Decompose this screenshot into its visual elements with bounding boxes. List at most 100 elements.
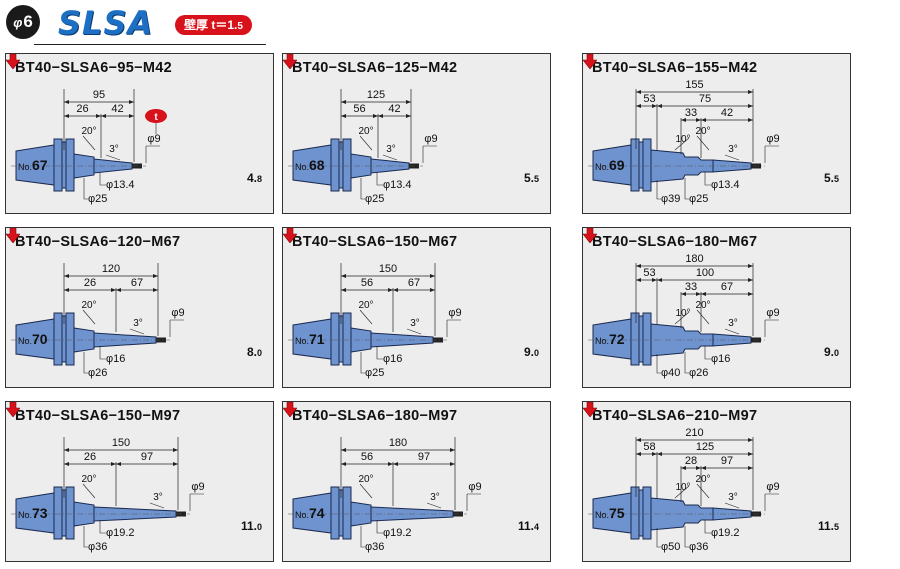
dim-tip-diameter: φ9 bbox=[468, 481, 481, 493]
dim-diameter-1: φ13.4 bbox=[106, 179, 135, 191]
wall-thickness-label: 壁厚 t＝1. bbox=[184, 18, 238, 32]
dim-diameter-1: φ16 bbox=[106, 353, 125, 365]
dim-length-a: 33 bbox=[685, 281, 697, 293]
model-no-label: No.71 bbox=[295, 331, 325, 347]
weight-kg: 11.5 bbox=[818, 519, 839, 533]
diameter-badge: φ 6 bbox=[6, 5, 40, 39]
dim-diameter-1: φ16 bbox=[383, 353, 402, 365]
dim-diameter-1: φ19.2 bbox=[383, 527, 412, 539]
collet-tip bbox=[433, 337, 443, 343]
weight-down-arrow-icon bbox=[583, 228, 597, 243]
dim-tip-diameter: φ9 bbox=[766, 133, 779, 145]
weight-decimal: 0 bbox=[256, 348, 262, 358]
dim-length-b: 97 bbox=[721, 455, 733, 467]
product-code: BT40−SLSA6−180−M67 bbox=[592, 234, 758, 250]
dim-length-a: 26 bbox=[84, 277, 96, 289]
dim-diameter-2: φ25 bbox=[365, 193, 384, 205]
taper-angle-3-deg: 3° bbox=[109, 144, 119, 155]
model-no-label: No.70 bbox=[18, 331, 48, 347]
product-code: BT40−SLSA6−150−M67 bbox=[292, 234, 458, 250]
model-no-label: No.75 bbox=[595, 505, 625, 521]
angle-20-deg: 20° bbox=[695, 126, 710, 137]
weight-integer: 9. bbox=[823, 345, 834, 359]
dim-length-b: 97 bbox=[141, 451, 153, 463]
taper-angle-3-deg: 3° bbox=[153, 492, 163, 503]
taper-angle-3-deg: 3° bbox=[430, 492, 440, 503]
weight-integer: 11. bbox=[240, 519, 257, 533]
dim-length-a: 28 bbox=[685, 455, 697, 467]
weight-down-arrow-icon bbox=[6, 228, 20, 243]
weight-kg: 8.0 bbox=[247, 345, 262, 359]
t-label: t bbox=[154, 112, 158, 123]
taper-angle-3-deg: 3° bbox=[728, 318, 738, 329]
dim-length-a: 26 bbox=[76, 103, 88, 115]
wall-thickness-marker bbox=[145, 109, 167, 123]
header-underline bbox=[34, 44, 266, 45]
weight-down-arrow-icon bbox=[583, 402, 597, 417]
weight-kg: 5.5 bbox=[824, 171, 839, 185]
angle-20-deg: 20° bbox=[358, 126, 373, 137]
dim-length-a: 56 bbox=[353, 103, 365, 115]
dim-length-d: 100 bbox=[696, 267, 714, 279]
weight-decimal: 4 bbox=[533, 522, 539, 532]
dim-length-b: 97 bbox=[418, 451, 430, 463]
angle-20-deg: 20° bbox=[695, 300, 710, 311]
wall-thickness-decimal: 5 bbox=[237, 21, 243, 32]
product-code: BT40−SLSA6−120−M67 bbox=[15, 234, 181, 250]
dim-length-a: 26 bbox=[84, 451, 96, 463]
product-code: BT40−SLSA6−155−M42 bbox=[592, 60, 758, 76]
dim-length-a: 33 bbox=[685, 107, 697, 119]
model-no-label: No.73 bbox=[18, 505, 48, 521]
dim-total-length: 155 bbox=[685, 79, 703, 91]
series-title: SLSA bbox=[58, 4, 154, 42]
angle-10-deg: 10° bbox=[675, 134, 690, 145]
dim-total-length: 95 bbox=[93, 89, 105, 101]
flange bbox=[53, 486, 75, 540]
dim-diameter-2: φ25 bbox=[365, 367, 384, 379]
weight-down-arrow-icon bbox=[283, 228, 297, 243]
dim-diameter-2: φ25 bbox=[88, 193, 107, 205]
weight-decimal: 8 bbox=[256, 174, 262, 184]
model-no-label: No.74 bbox=[295, 505, 325, 521]
weight-kg: 11.0 bbox=[241, 519, 262, 533]
dim-tip-diameter: φ9 bbox=[191, 481, 204, 493]
dim-length-a: 56 bbox=[361, 451, 373, 463]
taper-angle-3-deg: 3° bbox=[386, 144, 396, 155]
dim-tip-diameter: φ9 bbox=[424, 133, 437, 145]
dim-diameter-2: φ36 bbox=[88, 541, 107, 553]
extension-shank bbox=[73, 327, 95, 353]
dim-diameter-1: φ13.4 bbox=[383, 179, 412, 191]
dim-tip-diameter: φ9 bbox=[171, 307, 184, 319]
weight-decimal: 5 bbox=[533, 174, 539, 184]
weight-kg: 4.8 bbox=[247, 171, 262, 185]
dim-diameter-3: φ39 bbox=[661, 193, 680, 205]
dim-length-c: 53 bbox=[643, 267, 655, 279]
weight-down-arrow-icon bbox=[283, 402, 297, 417]
extension-shank bbox=[350, 153, 372, 179]
dim-length-a: 56 bbox=[361, 277, 373, 289]
dim-total-length: 150 bbox=[379, 263, 397, 275]
weight-decimal: 5 bbox=[833, 522, 839, 532]
dim-length-b: 42 bbox=[388, 103, 400, 115]
wall-thickness-badge: 壁厚 t＝1.5 bbox=[175, 15, 252, 35]
weight-kg: 5.5 bbox=[524, 171, 539, 185]
dim-diameter-2: φ36 bbox=[689, 541, 708, 553]
weight-down-arrow-icon bbox=[6, 402, 20, 417]
taper-angle-3-deg: 3° bbox=[728, 492, 738, 503]
dim-diameter-2: φ26 bbox=[88, 367, 107, 379]
dim-total-length: 120 bbox=[102, 263, 120, 275]
weight-integer: 8. bbox=[246, 345, 257, 359]
angle-20-deg: 20° bbox=[81, 126, 96, 137]
dim-total-length: 125 bbox=[367, 89, 385, 101]
phi-symbol: φ bbox=[13, 14, 23, 30]
product-code: BT40−SLSA6−125−M42 bbox=[292, 60, 458, 76]
